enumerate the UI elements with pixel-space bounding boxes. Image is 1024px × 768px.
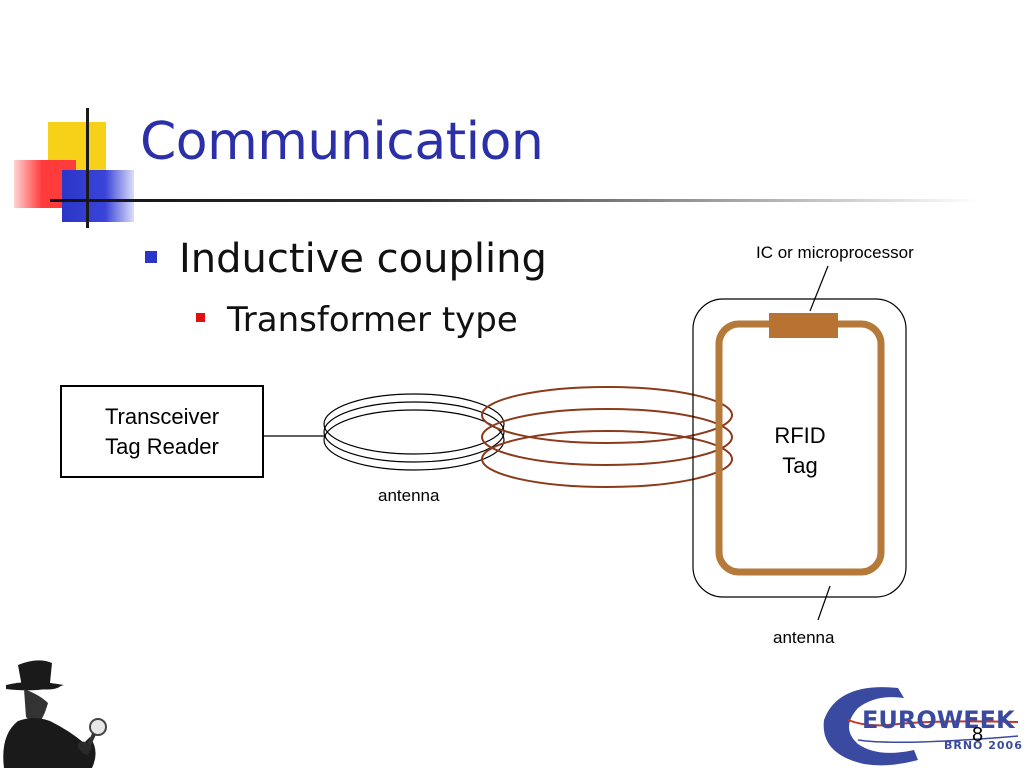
reader-label-line1: Transceiver xyxy=(104,403,220,429)
euroweek-logo-icon xyxy=(823,687,1019,766)
rfid-label-line1: RFID xyxy=(774,423,826,448)
transceiver-tag-reader-box: Transceiver Tag Reader xyxy=(60,385,264,478)
rfid-tag-label: RFID Tag xyxy=(760,421,840,481)
square-bullet-icon xyxy=(145,251,157,263)
logo-brand-text: EUROWEEK xyxy=(862,706,1015,734)
bullet-text: Transformer type xyxy=(227,300,518,340)
slide-title: Communication xyxy=(140,112,544,172)
reader-coil-loop xyxy=(323,409,505,471)
bullet-text: Inductive coupling xyxy=(179,236,547,282)
reader-antenna-label: antenna xyxy=(378,486,440,505)
logo-subtitle-text: BRNO 2006 xyxy=(944,739,1023,752)
tag-outline xyxy=(692,298,907,598)
reader-label-line2: Tag Reader xyxy=(105,433,219,459)
ic-chip xyxy=(769,313,838,338)
page-number: 8 xyxy=(972,724,984,746)
detective-silhouette-icon xyxy=(3,660,107,768)
reader-coil-loop xyxy=(323,393,505,455)
tag-antenna-label: antenna xyxy=(773,628,835,647)
tag-antenna-pointer-line xyxy=(817,585,831,621)
bullet-level1: Inductive coupling xyxy=(145,236,547,282)
title-underline xyxy=(50,199,980,202)
coupling-coil-loop xyxy=(481,386,733,444)
coupling-coil-loop xyxy=(481,430,733,488)
reader-coil-loop xyxy=(323,401,505,463)
coupling-coil xyxy=(481,386,733,488)
ic-pointer-line xyxy=(809,265,829,312)
coupling-coil-loop xyxy=(481,408,733,466)
bullet-level2: Transformer type xyxy=(196,300,518,340)
reader-antenna-coil xyxy=(323,393,505,471)
ic-label: IC or microprocessor xyxy=(756,243,914,262)
decor-blue-square xyxy=(62,170,134,222)
rfid-label-line2: Tag xyxy=(782,453,818,478)
square-bullet-icon xyxy=(196,313,205,322)
decor-vertical-line xyxy=(86,108,89,228)
